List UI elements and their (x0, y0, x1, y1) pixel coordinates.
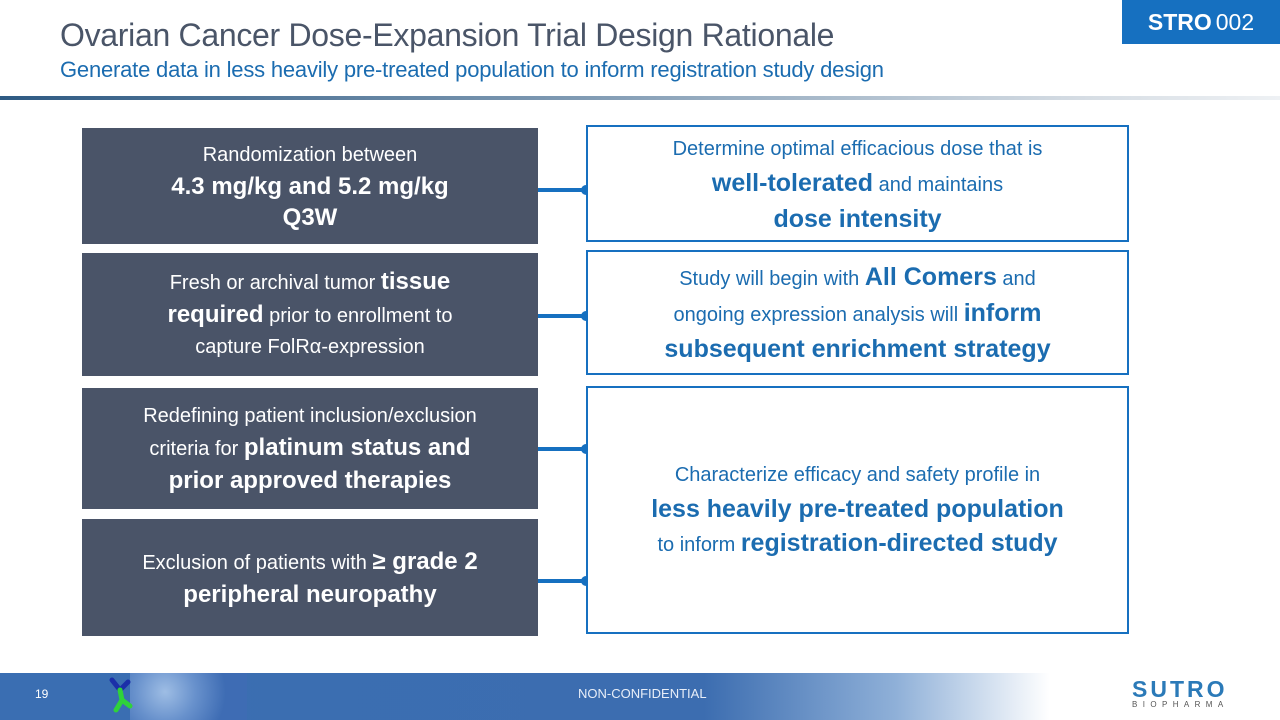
product-badge: STRO 002 (1122, 0, 1280, 44)
logo-main: SUTRO (1132, 676, 1228, 702)
box-text-bold: Q3W (282, 203, 338, 231)
slide-subtitle: Generate data in less heavily pre-treate… (60, 57, 884, 82)
box-text: Fresh or archival tumor (169, 272, 381, 294)
box-text-bold: required (167, 301, 264, 328)
box-text-bold: 4.3 mg/kg and 5.2 mg/kg (171, 172, 449, 200)
sutro-logo: SUTRO BIOPHARMA (1132, 678, 1229, 710)
box-text: prior to enrollment to (263, 305, 453, 327)
box-text: Determine optimal efficacious dose that … (672, 137, 1043, 160)
badge-bold: STRO (1147, 8, 1212, 35)
box-text-bold: prior approved therapies (168, 467, 452, 494)
box-text: Study will begin with (679, 267, 865, 290)
logo-sub: BIOPHARMA (1132, 700, 1229, 709)
box-text: ongoing expression analysis will (673, 303, 964, 326)
box-text-bold: peripheral neuropathy (183, 580, 437, 608)
slide-title: Ovarian Cancer Dose-Expansion Trial Desi… (60, 17, 835, 53)
box-text: and (996, 267, 1036, 290)
box-text-bold: well-tolerated (711, 168, 874, 197)
box-text: criteria for (149, 438, 244, 460)
box-text-bold: All Comers (864, 262, 997, 291)
header-divider (0, 96, 1280, 100)
box-text-bold: subsequent enrichment strategy (664, 334, 1051, 363)
design-box-criteria: Redefining patient inclusion/exclusion c… (82, 388, 538, 509)
box-text-bold: ≥ grade 2 (372, 547, 478, 575)
connector-line (538, 447, 586, 451)
box-text: capture FolRα-expression (195, 336, 425, 358)
connector-line (538, 579, 586, 583)
cell-image (130, 673, 247, 720)
design-box-randomization: Randomization between 4.3 mg/kg and 5.2 … (82, 128, 538, 244)
connector-line (538, 188, 586, 192)
box-text-bold: less heavily pre-treated population (651, 495, 1064, 523)
box-text-bold: dose intensity (773, 204, 942, 233)
box-text: Randomization between (202, 143, 418, 166)
confidentiality-label: NON-CONFIDENTIAL (578, 686, 707, 701)
page-number: 19 (35, 687, 49, 701)
box-text: Characterize efficacy and safety profile… (674, 464, 1041, 486)
rationale-box-enrichment: Study will begin with All Comers and ong… (586, 250, 1129, 375)
box-text: to inform (657, 534, 741, 556)
box-text: Redefining patient inclusion/exclusion (143, 405, 477, 427)
rationale-box-population: Characterize efficacy and safety profile… (586, 386, 1129, 634)
box-text-bold: tissue (380, 268, 451, 295)
box-text: and maintains (873, 173, 1004, 196)
badge-number: 002 (1215, 8, 1255, 35)
connector-line (538, 314, 586, 318)
antibody-icon (109, 677, 133, 713)
design-box-tissue: Fresh or archival tumor tissue required … (82, 253, 538, 376)
design-box-neuropathy: Exclusion of patients with ≥ grade 2 per… (82, 519, 538, 636)
box-text-bold: platinum status and (243, 434, 471, 461)
rationale-box-dose: Determine optimal efficacious dose that … (586, 125, 1129, 242)
box-text-bold: registration-directed study (740, 529, 1058, 557)
box-text-bold: inform (963, 298, 1042, 327)
box-text: Exclusion of patients with (142, 551, 373, 574)
